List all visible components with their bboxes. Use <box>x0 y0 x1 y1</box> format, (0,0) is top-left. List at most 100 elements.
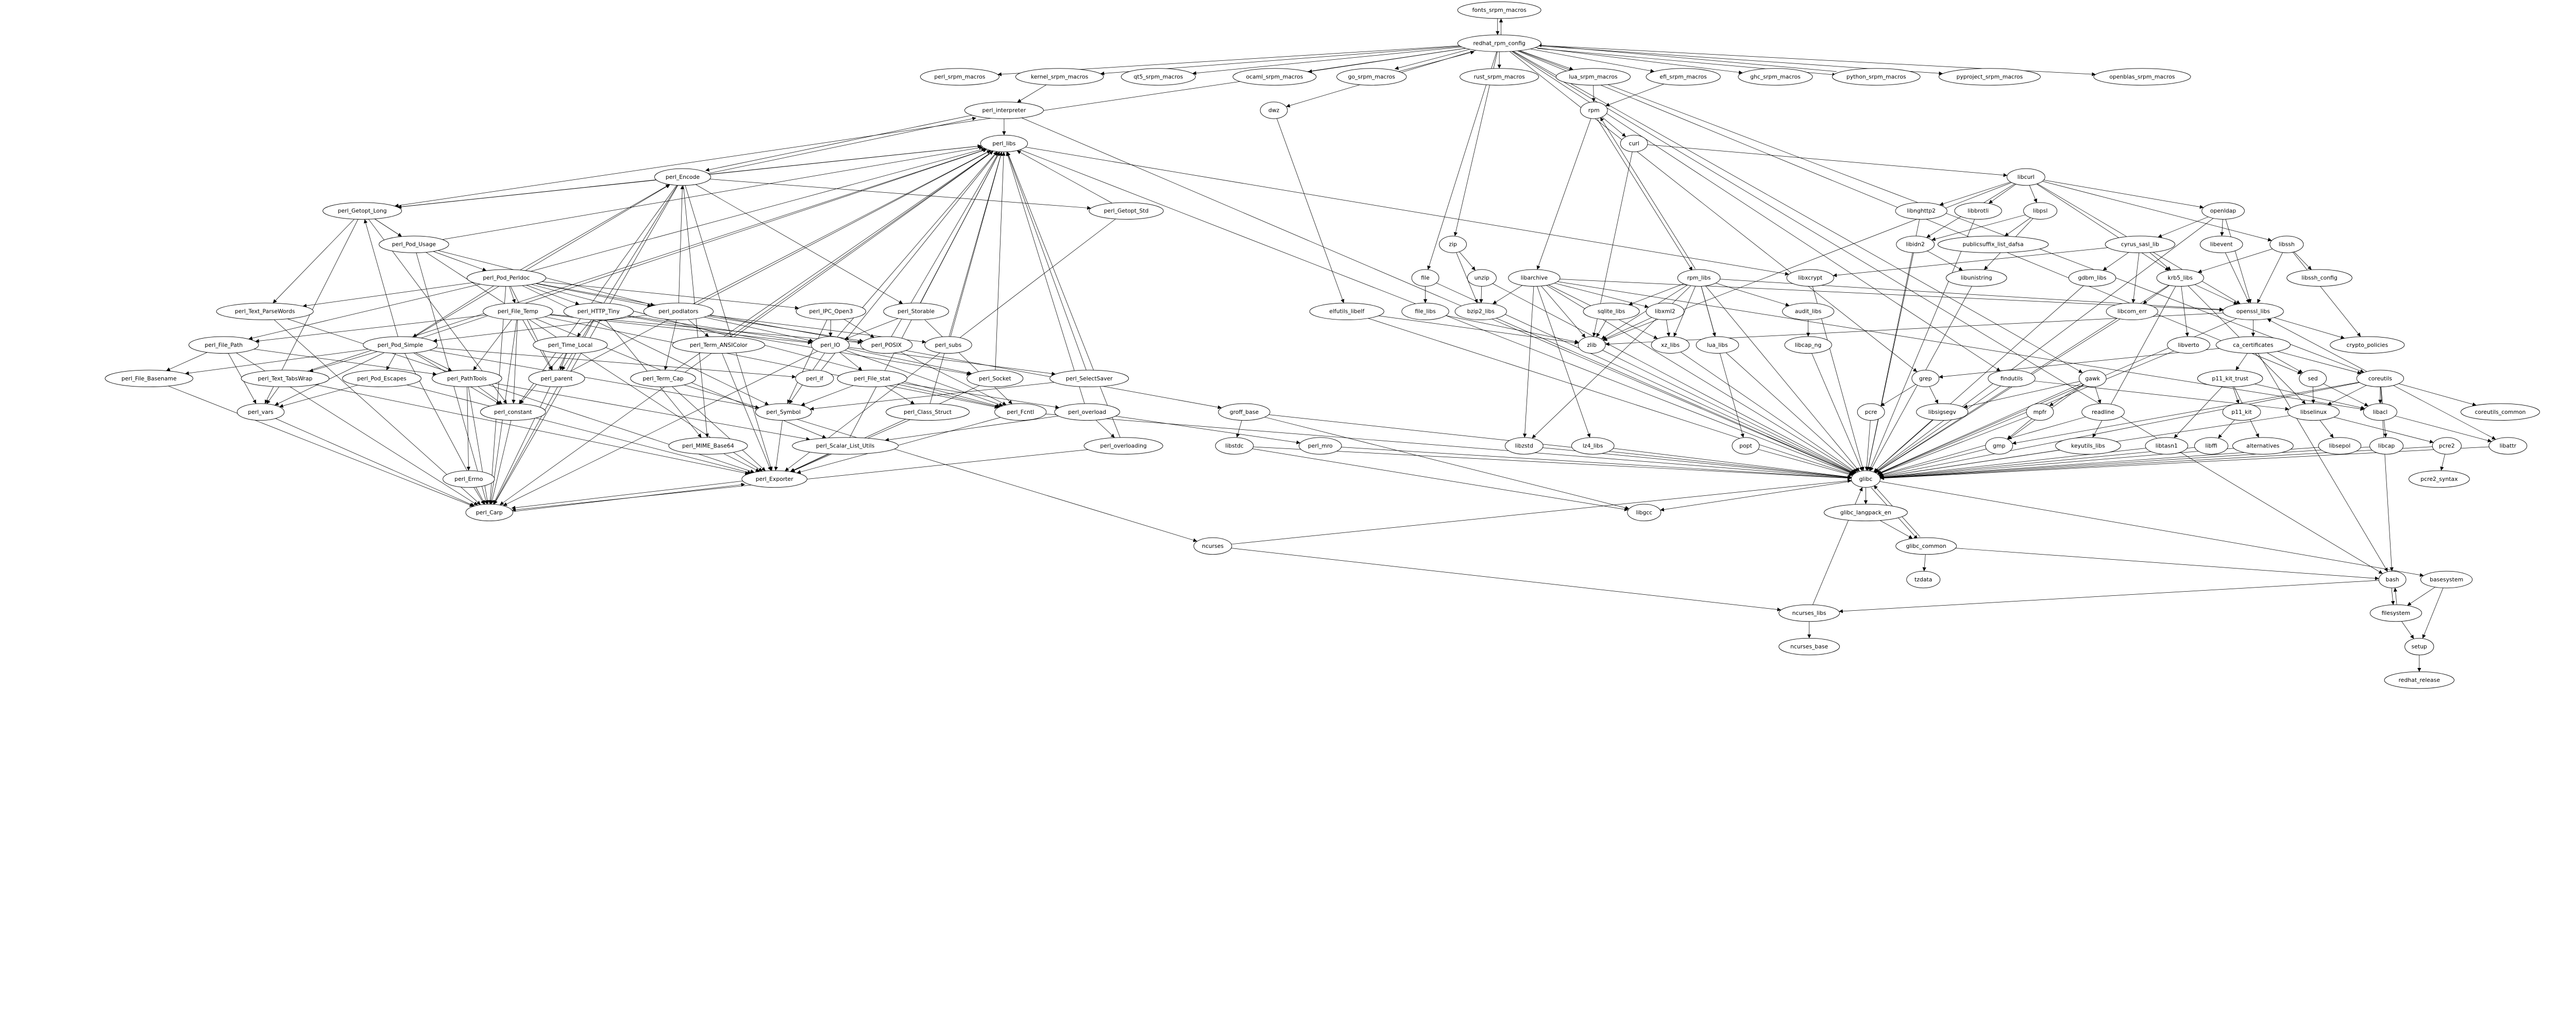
node-libevent[interactable]: libevent <box>2199 236 2243 253</box>
node-libffi[interactable]: libffi <box>2194 437 2229 455</box>
node-libsigsegv[interactable]: libsigsegv <box>1916 403 1969 421</box>
node-ncurses[interactable]: ncurses <box>1193 537 1232 555</box>
node-perl_Socket[interactable]: perl_Socket <box>967 370 1024 388</box>
node-perl_POSIX[interactable]: perl_POSIX <box>860 336 913 354</box>
node-filesystem[interactable]: filesystem <box>2369 604 2422 622</box>
node-gmp[interactable]: gmp <box>1985 437 2013 455</box>
node-perl_srpm_macros[interactable]: perl_srpm_macros <box>920 68 999 86</box>
node-pyproject_srpm_macros[interactable]: pyproject_srpm_macros <box>1938 68 2041 86</box>
node-readline[interactable]: readline <box>2081 403 2125 421</box>
node-elfutils_libelf[interactable]: elfutils_libelf <box>1309 303 1384 320</box>
node-perl_overloading[interactable]: perl_overloading <box>1083 437 1163 455</box>
node-libcap[interactable]: libcap <box>2369 437 2404 455</box>
node-coreutils_common[interactable]: coreutils_common <box>2460 403 2540 421</box>
node-ncurses_base[interactable]: ncurses_base <box>1778 638 1840 656</box>
node-perl_parent[interactable]: perl_parent <box>528 370 585 388</box>
node-perl_File_Basename[interactable]: perl_File_Basename <box>105 370 194 388</box>
node-xz_libs[interactable]: xz_libs <box>1651 336 1690 354</box>
node-openblas_srpm_macros[interactable]: openblas_srpm_macros <box>2093 68 2191 86</box>
node-sqlite_libs[interactable]: sqlite_libs <box>1583 303 1640 320</box>
node-krb5_libs[interactable]: krb5_libs <box>2156 269 2204 287</box>
node-perl_vars[interactable]: perl_vars <box>236 403 285 421</box>
node-libidn2[interactable]: libidn2 <box>1896 236 1935 253</box>
node-perl_Time_Local[interactable]: perl_Time_Local <box>533 336 608 354</box>
node-libgcc[interactable]: libgcc <box>1627 504 1662 522</box>
node-ca_certificates[interactable]: ca_certificates <box>2215 336 2291 354</box>
node-perl_File_Temp[interactable]: perl_File_Temp <box>483 303 553 320</box>
node-gawk[interactable]: gawk <box>2078 370 2107 388</box>
node-lz4_libs[interactable]: lz4_libs <box>1571 437 1615 455</box>
node-perl_PathTools[interactable]: perl_PathTools <box>432 370 502 388</box>
node-libssh[interactable]: libssh <box>2269 236 2304 253</box>
node-libstdc[interactable]: libstdc <box>1215 437 1254 455</box>
node-perl_Errno[interactable]: perl_Errno <box>443 470 495 488</box>
node-setup[interactable]: setup <box>2404 638 2434 656</box>
node-perl_Pod_Simple[interactable]: perl_Pod_Simple <box>363 336 438 354</box>
node-crypto_policies[interactable]: crypto_policies <box>2330 336 2405 354</box>
node-groff_base[interactable]: groff_base <box>1218 403 1270 421</box>
node-perl_HTTP_Tiny[interactable]: perl_HTTP_Tiny <box>563 303 634 320</box>
node-libunistring[interactable]: libunistring <box>1945 269 2007 287</box>
node-perl_IPC_Open3[interactable]: perl_IPC_Open3 <box>795 303 867 320</box>
node-pcre2[interactable]: pcre2 <box>2432 437 2462 455</box>
node-perl_Text_TabsWrap[interactable]: perl_Text_TabsWrap <box>241 370 330 388</box>
node-perl_Symbol[interactable]: perl_Symbol <box>755 403 812 421</box>
node-zip[interactable]: zip <box>1439 236 1467 253</box>
node-perl_libs[interactable]: perl_libs <box>980 135 1028 153</box>
node-sed[interactable]: sed <box>2299 370 2327 388</box>
node-libcap_ng[interactable]: libcap_ng <box>1784 336 1832 354</box>
node-libattr[interactable]: libattr <box>2488 437 2528 455</box>
node-perl_MIME_Base64[interactable]: perl_MIME_Base64 <box>668 437 748 455</box>
node-libssh_config[interactable]: libssh_config <box>2286 269 2352 287</box>
node-perl_Exporter[interactable]: perl_Exporter <box>741 470 807 488</box>
node-perl_Pod_Perldoc[interactable]: perl_Pod_Perldoc <box>466 269 546 287</box>
node-audit_libs[interactable]: audit_libs <box>1782 303 1835 320</box>
node-openldap[interactable]: openldap <box>2201 202 2245 220</box>
node-glibc[interactable]: glibc <box>1851 470 1880 488</box>
node-libxcrypt[interactable]: libxcrypt <box>1786 269 1834 287</box>
node-bzip2_libs[interactable]: bzip2_libs <box>1454 303 1507 320</box>
node-file[interactable]: file <box>1411 269 1439 287</box>
node-alternatives[interactable]: alternatives <box>2232 437 2294 455</box>
node-popt[interactable]: popt <box>1732 437 1760 455</box>
node-libbrotli[interactable]: libbrotli <box>1954 202 2002 220</box>
node-perl_IO[interactable]: perl_IO <box>811 336 850 354</box>
node-perl_Encode[interactable]: perl_Encode <box>654 168 711 186</box>
node-perl_File_Path[interactable]: perl_File_Path <box>189 336 259 354</box>
node-perl_mro[interactable]: perl_mro <box>1298 437 1342 455</box>
node-perl_constant[interactable]: perl_constant <box>480 403 546 421</box>
node-perl_subs[interactable]: perl_subs <box>924 336 972 354</box>
node-libverto[interactable]: libverto <box>2167 336 2210 354</box>
node-redhat_release[interactable]: redhat_release <box>2384 671 2454 689</box>
node-libacl[interactable]: libacl <box>2363 403 2397 421</box>
node-gdbm_libs[interactable]: gdbm_libs <box>2068 269 2116 287</box>
node-tzdata[interactable]: tzdata <box>1906 571 1941 589</box>
node-publicsuffix_list_dafsa[interactable]: publicsuffix_list_dafsa <box>1937 236 2049 253</box>
node-libsepol[interactable]: libsepol <box>2318 437 2362 455</box>
node-rust_srpm_macros[interactable]: rust_srpm_macros <box>1460 68 1539 86</box>
node-perl_overload[interactable]: perl_overload <box>1054 403 1120 421</box>
node-perl_podlators[interactable]: perl_podlators <box>643 303 714 320</box>
node-dwz[interactable]: dwz <box>1260 102 1288 119</box>
node-rpm[interactable]: rpm <box>1580 102 1608 119</box>
node-libarchive[interactable]: libarchive <box>1508 269 1561 287</box>
node-p11_kit[interactable]: p11_kit <box>2222 403 2261 421</box>
node-perl_Getopt_Long[interactable]: perl_Getopt_Long <box>323 202 402 220</box>
node-libxml2[interactable]: libxml2 <box>1646 303 1685 320</box>
node-rpm_libs[interactable]: rpm_libs <box>1677 269 1721 287</box>
node-python_srpm_macros[interactable]: python_srpm_macros <box>1832 68 1921 86</box>
node-pcre2_syntax[interactable]: pcre2_syntax <box>2409 470 2470 488</box>
node-unzip[interactable]: unzip <box>1467 269 1497 287</box>
node-libselinux[interactable]: libselinux <box>2287 403 2340 421</box>
node-perl_Term_Cap[interactable]: perl_Term_Cap <box>630 370 696 388</box>
node-libcom_err[interactable]: libcom_err <box>2106 303 2158 320</box>
node-perl_if[interactable]: perl_if <box>795 370 834 388</box>
node-perl_Storable[interactable]: perl_Storable <box>883 303 949 320</box>
node-perl_Text_ParseWords[interactable]: perl_Text_ParseWords <box>216 303 314 320</box>
node-ocaml_srpm_macros[interactable]: ocaml_srpm_macros <box>1232 68 1317 86</box>
node-file_libs[interactable]: file_libs <box>1401 303 1449 320</box>
node-efi_srpm_macros[interactable]: efi_srpm_macros <box>1646 68 1721 86</box>
node-perl_File_stat[interactable]: perl_File_stat <box>837 370 908 388</box>
node-cyrus_sasl_lib[interactable]: cyrus_sasl_lib <box>2105 236 2176 253</box>
node-zlib[interactable]: zlib <box>1578 336 1606 354</box>
